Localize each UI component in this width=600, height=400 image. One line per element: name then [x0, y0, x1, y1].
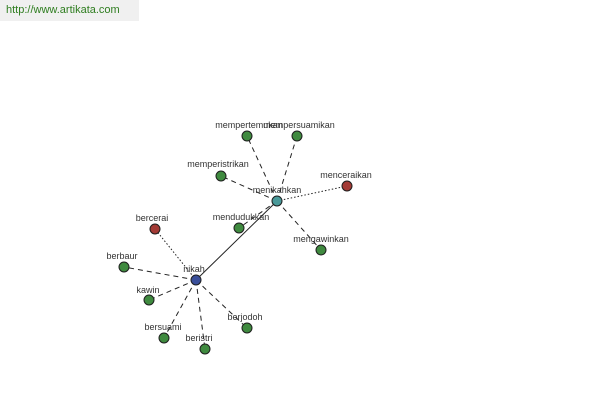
edge-nikah-beristri — [195, 279, 206, 350]
node-label-menceraikan[interactable]: menceraikan — [320, 170, 372, 180]
node-label-memperistrikan[interactable]: memperistrikan — [187, 159, 249, 169]
node-mendudukkan[interactable] — [233, 222, 245, 234]
url-banner: http://www.artikata.com — [0, 0, 139, 21]
node-label-berjodoh[interactable]: berjodoh — [227, 312, 262, 322]
node-label-bersuami[interactable]: bersuami — [144, 322, 181, 332]
node-beristri[interactable] — [199, 343, 211, 355]
node-label-menikahkan[interactable]: menikahkan — [253, 185, 302, 195]
edge-menikahkan-menceraikan — [276, 185, 348, 202]
edge-menikahkan-mempersuamikan — [276, 135, 298, 202]
edge-nikah-menikahkan — [195, 200, 278, 281]
node-label-kawin[interactable]: kawin — [136, 285, 159, 295]
edge-layer — [123, 135, 348, 350]
edge-nikah-berbaur — [123, 266, 197, 281]
node-mempertemukan[interactable] — [241, 130, 253, 142]
edge-nikah-bercerai — [154, 228, 197, 281]
label-layer: nikah menikahkan mempertemukanmempersuamik… — [106, 120, 371, 343]
site-url-link[interactable]: http://www.artikata.com — [6, 4, 120, 16]
node-nikah[interactable] — [190, 274, 202, 286]
node-bercerai[interactable] — [149, 223, 161, 235]
node-berjodoh[interactable] — [241, 322, 253, 334]
node-mempersuamikan[interactable] — [291, 130, 303, 142]
node-layer — [118, 130, 353, 355]
edge-menikahkan-mendudukkan — [238, 200, 278, 229]
node-mengawinkan[interactable] — [315, 244, 327, 256]
node-label-mengawinkan[interactable]: mengawinkan — [293, 234, 349, 244]
node-label-nikah[interactable]: nikah — [183, 264, 205, 274]
node-label-berbaur[interactable]: berbaur — [106, 251, 137, 261]
node-label-mempersuamikan[interactable]: mempersuamikan — [263, 120, 335, 130]
edge-nikah-berjodoh — [195, 279, 248, 329]
node-kawin[interactable] — [143, 294, 155, 306]
edge-menikahkan-memperistrikan — [220, 175, 278, 202]
node-label-mempertemukan[interactable]: mempertemukan — [215, 120, 283, 130]
node-memperistrikan[interactable] — [215, 170, 227, 182]
node-menikahkan[interactable] — [271, 195, 283, 207]
edge-menikahkan-mengawinkan — [276, 200, 322, 251]
node-label-beristri[interactable]: beristri — [185, 333, 212, 343]
node-label-bercerai[interactable]: bercerai — [136, 213, 169, 223]
node-menceraikan[interactable] — [341, 180, 353, 192]
edge-menikahkan-mempertemukan — [246, 135, 278, 202]
node-bersuami[interactable] — [158, 332, 170, 344]
edge-nikah-bersuami — [163, 279, 197, 339]
node-label-mendudukkan[interactable]: mendudukkan — [213, 212, 270, 222]
node-berbaur[interactable] — [118, 261, 130, 273]
